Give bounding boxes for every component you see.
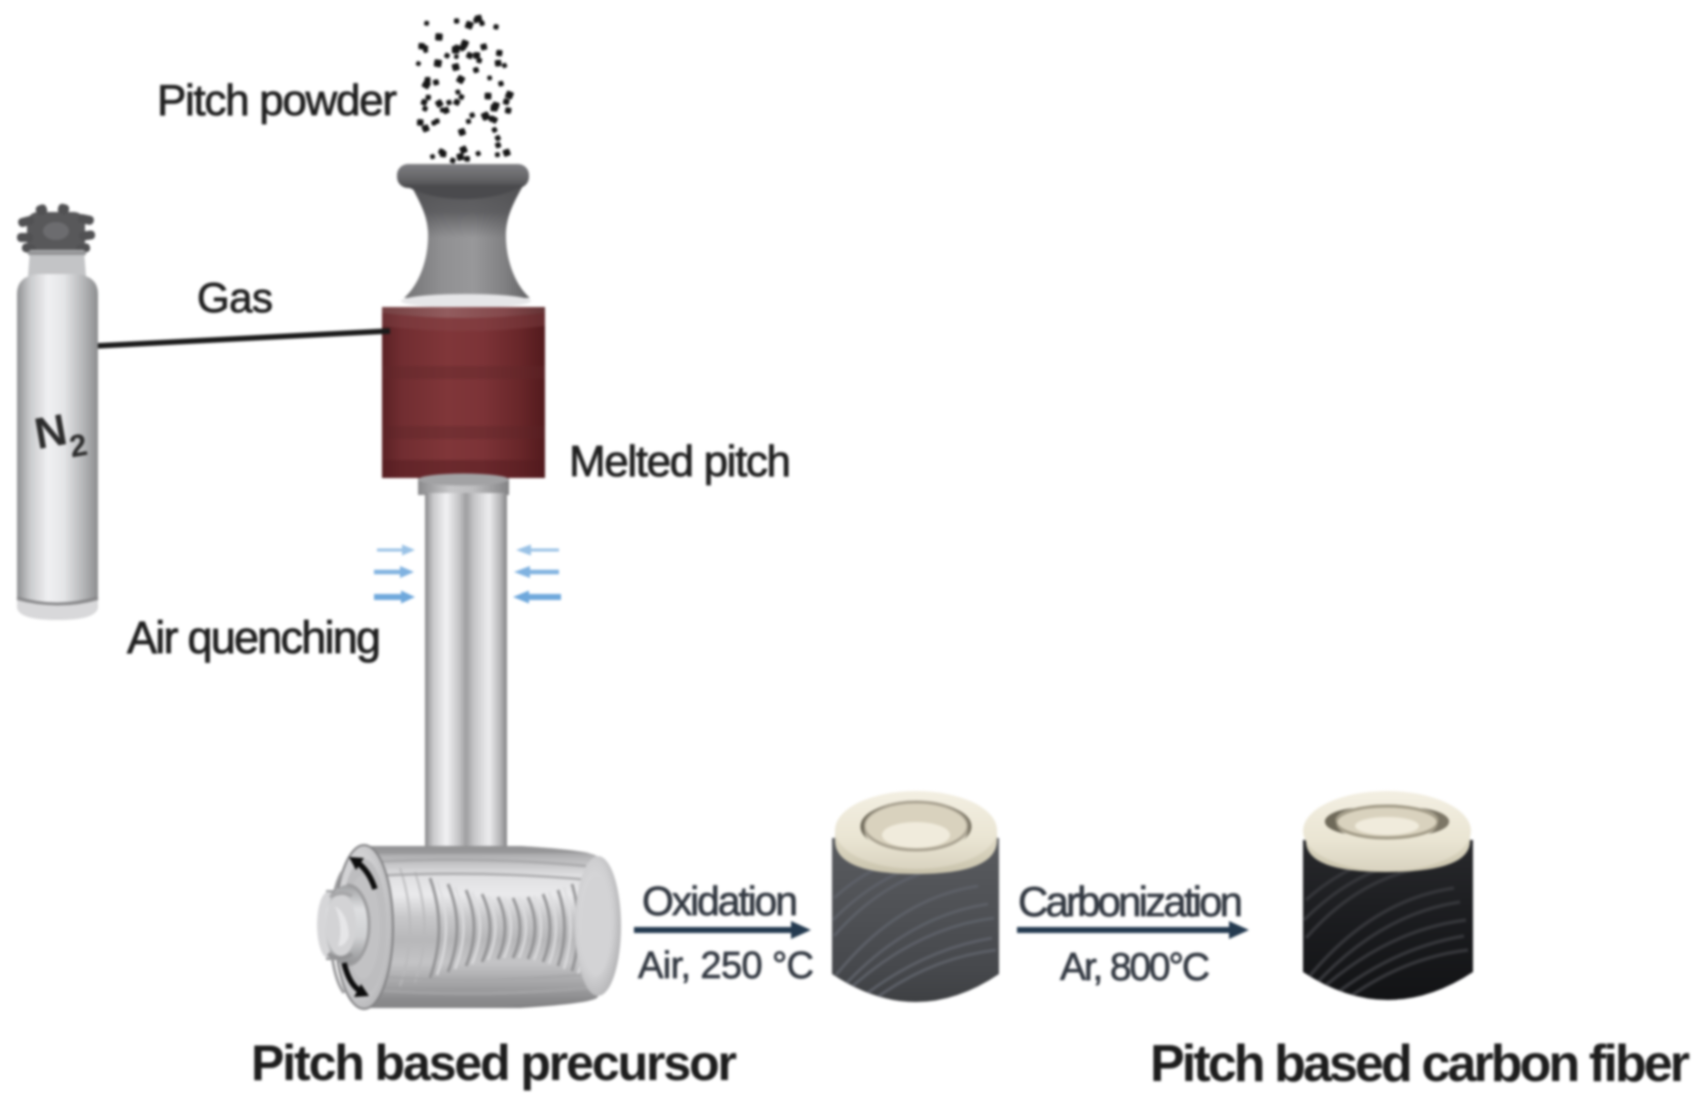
- svg-text:Melted pitch: Melted pitch: [569, 437, 791, 486]
- svg-text:2: 2: [67, 427, 90, 464]
- svg-text:Carbonization: Carbonization: [1018, 878, 1243, 925]
- svg-text:Oxidation: Oxidation: [642, 878, 798, 924]
- svg-text:Gas: Gas: [197, 274, 273, 321]
- svg-text:Air, 250 °C: Air, 250 °C: [638, 945, 814, 987]
- svg-text:Pitch based carbon fiber: Pitch based carbon fiber: [1150, 1035, 1690, 1093]
- svg-text:Ar, 800°C: Ar, 800°C: [1060, 946, 1210, 989]
- svg-text:Pitch based precursor: Pitch based precursor: [251, 1035, 737, 1091]
- svg-text:Air quenching: Air quenching: [127, 612, 381, 663]
- svg-text:Pitch powder: Pitch powder: [157, 76, 397, 125]
